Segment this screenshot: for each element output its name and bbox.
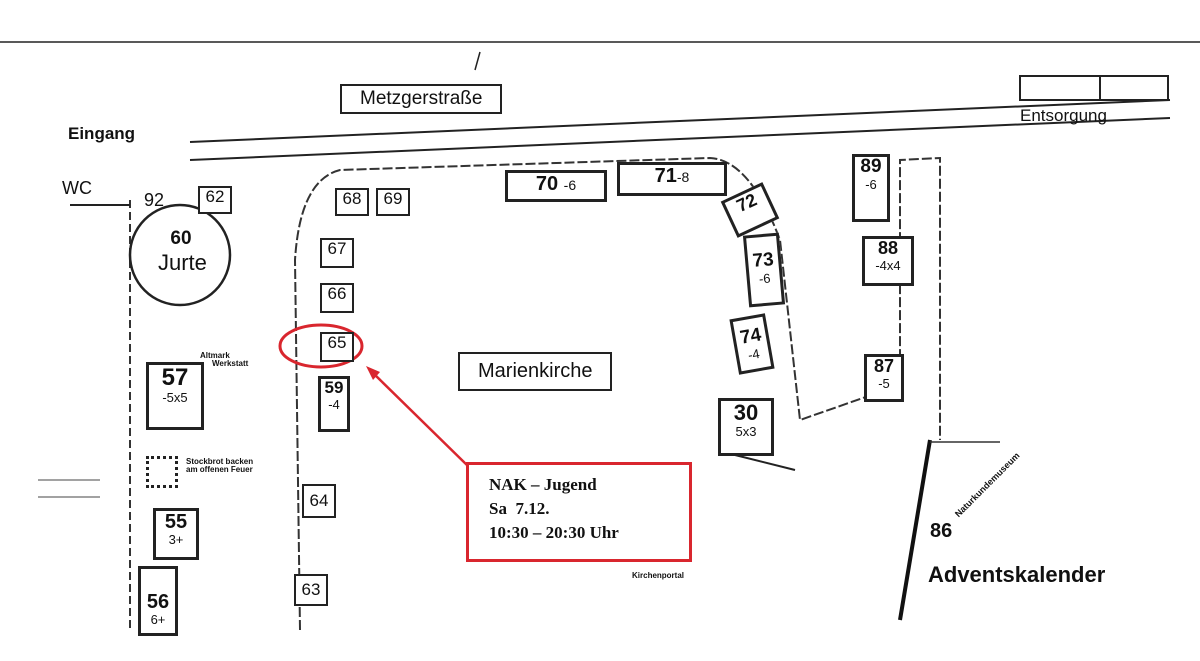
disposal-label: Entsorgung: [1020, 106, 1107, 125]
callout-date: Sa 7.12.: [489, 499, 550, 518]
callout-time: 10:30 – 20:30 Uhr: [489, 523, 619, 542]
church-portal-label: Kirchenportal: [632, 571, 685, 580]
callout-title: NAK – Jugend: [489, 475, 597, 494]
stand-65[interactable]: 65: [320, 332, 354, 362]
street-label: Metzgerstraße: [340, 84, 503, 114]
stand-71[interactable]: 71-8: [617, 162, 727, 196]
nak-youth-callout: NAK – Jugend Sa 7.12. 10:30 – 20:30 Uhr: [466, 462, 692, 562]
wc-label: WC: [62, 178, 92, 198]
stand-66[interactable]: 66: [320, 283, 354, 313]
stand-73[interactable]: 73-6: [742, 232, 786, 308]
advent-calendar-label: Adventskalender: [928, 562, 1106, 587]
stand-89[interactable]: 89-6: [852, 154, 890, 222]
stand-67[interactable]: 67: [320, 238, 354, 268]
stand-59[interactable]: 59-4: [318, 376, 350, 432]
stand-87[interactable]: 87-5: [864, 354, 904, 402]
stand-86[interactable]: 86: [930, 520, 953, 542]
stand-62[interactable]: 62: [198, 186, 232, 214]
stand-57[interactable]: 57-5x5: [146, 362, 204, 430]
entrance-label: Eingang: [68, 124, 136, 143]
stand-92[interactable]: 92: [144, 190, 165, 210]
stand-69[interactable]: 69: [376, 188, 410, 216]
campfire-icon: [146, 456, 178, 488]
stand-63[interactable]: 63: [294, 574, 328, 606]
stand-64[interactable]: 64: [302, 484, 336, 518]
stand-68[interactable]: 68: [335, 188, 369, 216]
church-label: Marienkirche: [458, 352, 613, 391]
stand-70[interactable]: 70 -6: [505, 170, 607, 202]
stand-88[interactable]: 88-4x4: [862, 236, 914, 286]
